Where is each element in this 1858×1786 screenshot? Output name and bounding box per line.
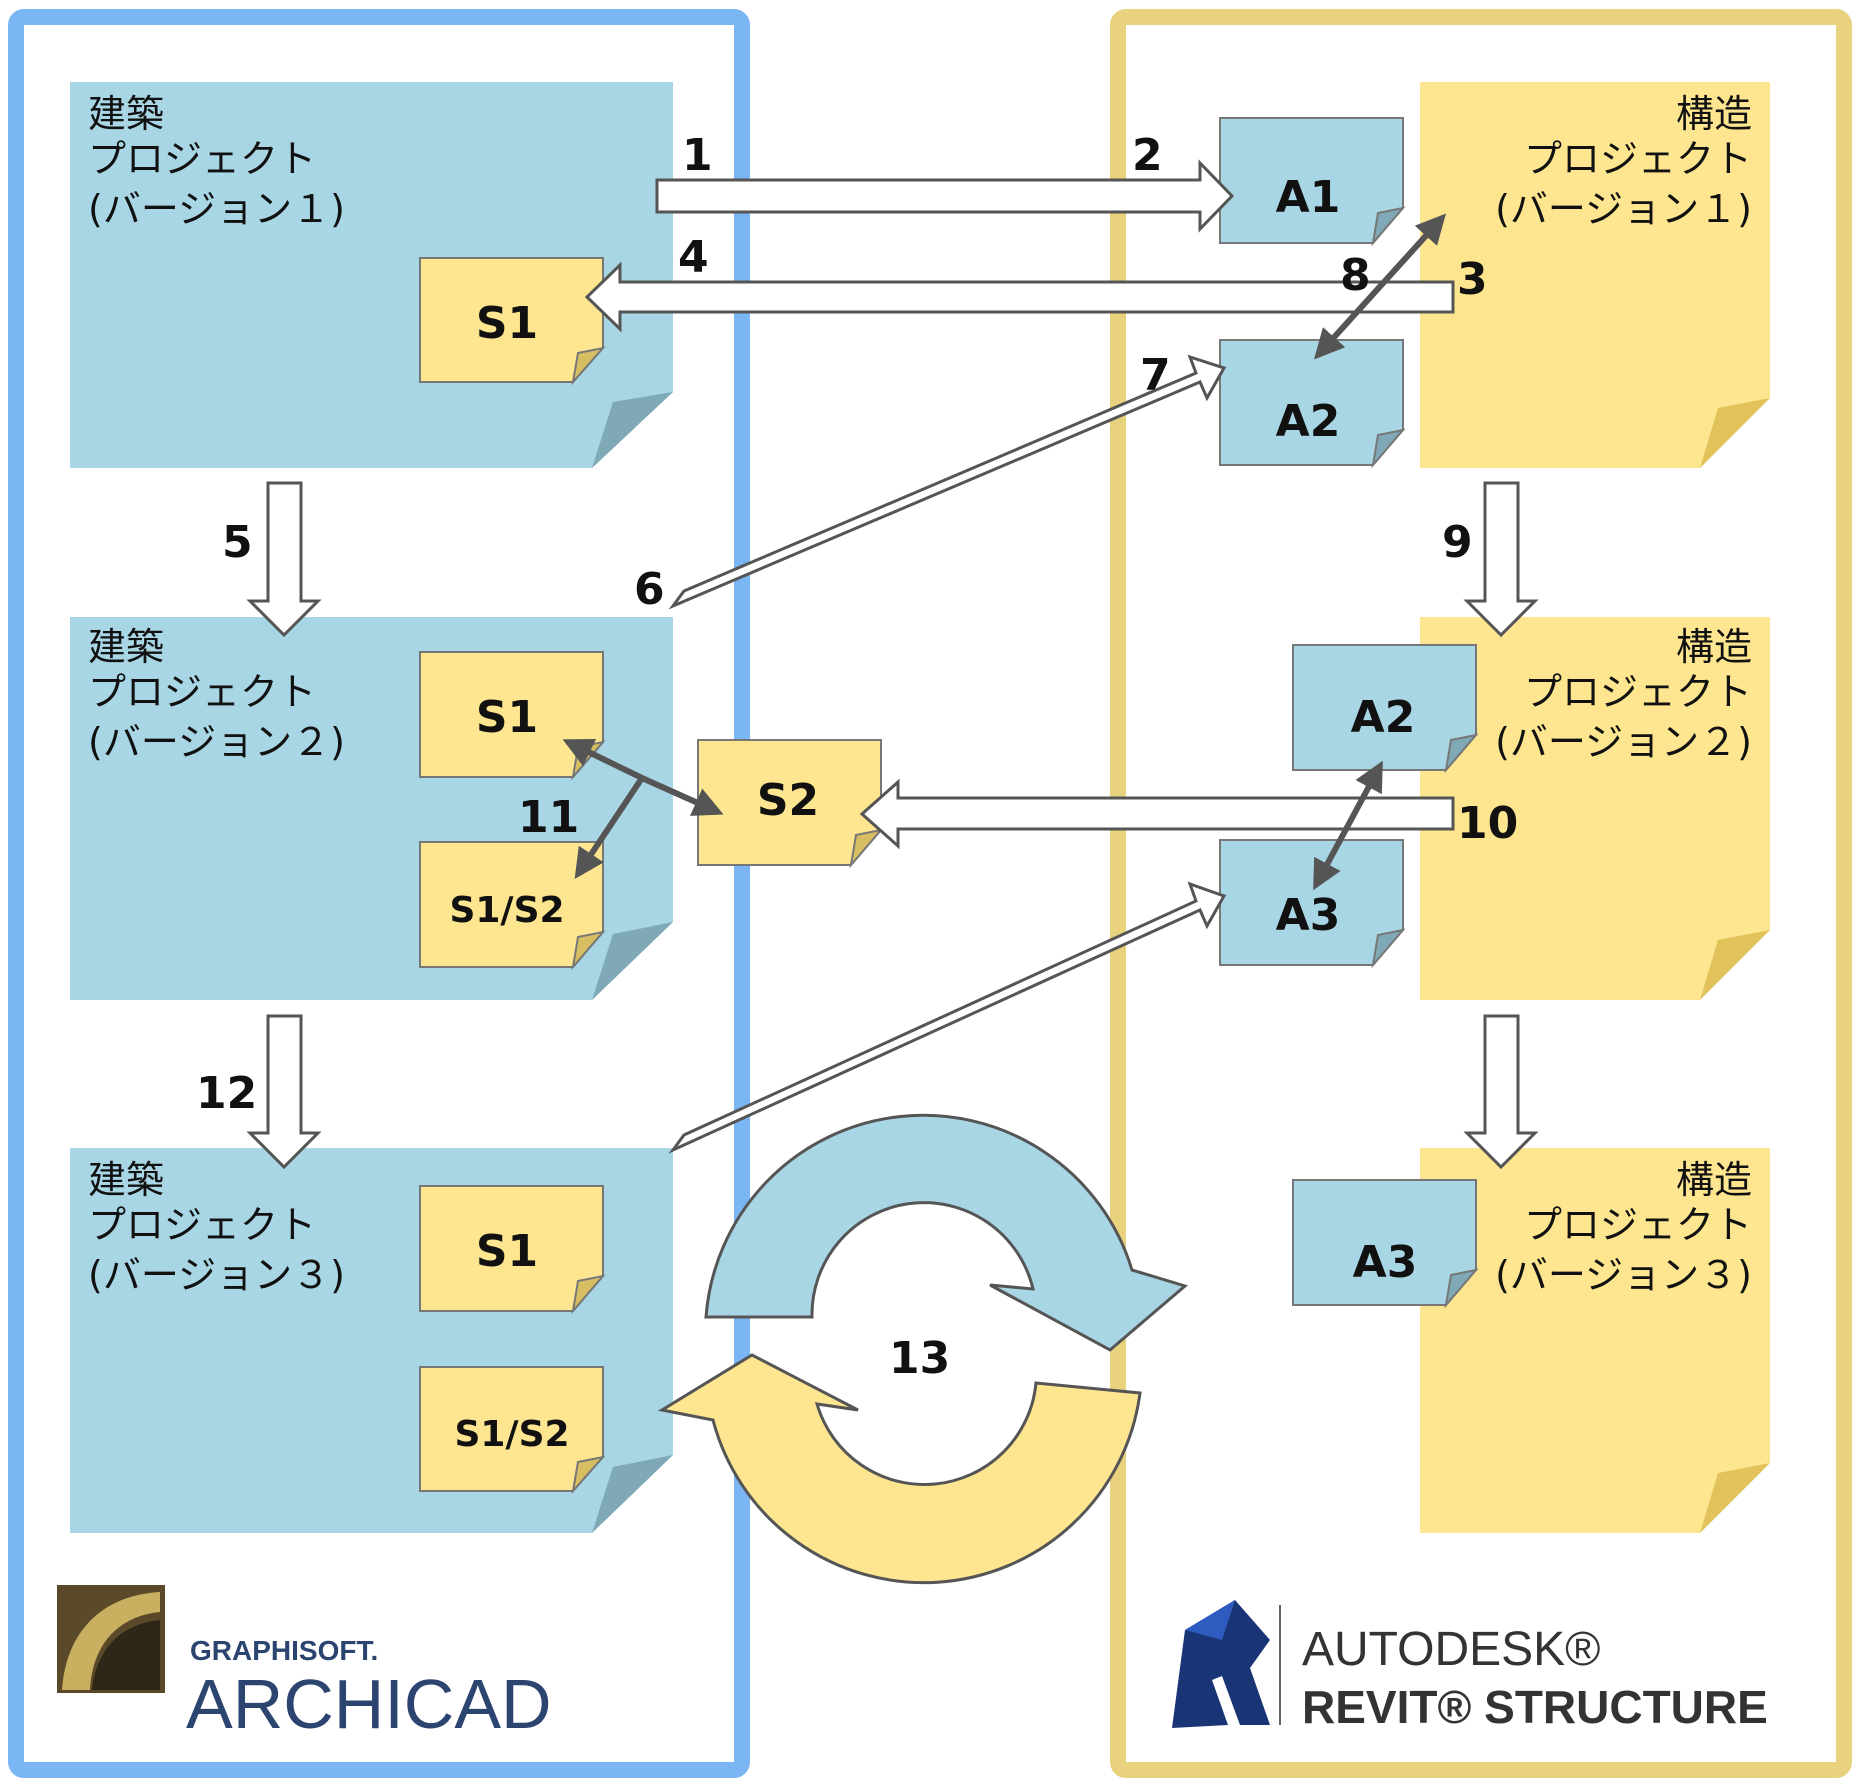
arrow-1-export <box>655 159 1235 233</box>
arrow-6-export <box>668 354 1227 610</box>
step-8: 8 <box>1340 250 1371 301</box>
archicad-logo: GRAPHISOFT. ARCHICAD <box>57 1585 552 1743</box>
svg-text:S1: S1 <box>476 298 538 349</box>
archi-v2-line2: プロジェクト <box>88 670 316 714</box>
archi-v3-line2: プロジェクト <box>88 1203 316 1247</box>
struct-project-v1 <box>1420 82 1770 468</box>
struct-v3-line3: (バージョン３) <box>1495 1253 1752 1297</box>
struct-v2-line3: (バージョン２) <box>1495 720 1752 764</box>
doc-s1s2-v2: S1/S2 <box>419 841 606 971</box>
struct-v1-line3: (バージョン１) <box>1495 187 1752 231</box>
revit-name: REVIT® STRUCTURE <box>1302 1681 1768 1733</box>
doc-a2-v1: A2 <box>1219 339 1406 469</box>
svg-text:A2: A2 <box>1276 396 1341 447</box>
doc-s1-v1: S1 <box>419 257 606 386</box>
revit-frame <box>1110 9 1852 1778</box>
step-11: 11 <box>518 792 579 843</box>
archicad-name: ARCHICAD <box>186 1665 552 1743</box>
archi-v1-line1: 建築 <box>88 92 164 136</box>
svg-text:A1: A1 <box>1276 172 1341 223</box>
archicad-brand: GRAPHISOFT. <box>190 1635 378 1666</box>
arrow-11-to-s1 <box>562 739 644 781</box>
arrow-compare-a2-a3 <box>1313 760 1383 891</box>
arrow-8-compare <box>1313 213 1447 360</box>
arrow-struct-version-3 <box>1463 1014 1539 1170</box>
archicad-arch-icon <box>62 1592 160 1690</box>
cycle-arrow-yellow <box>657 1353 1142 1585</box>
doc-a3-v3: A3 <box>1292 1179 1479 1309</box>
step-7: 7 <box>1140 350 1171 401</box>
struct-project-v3 <box>1420 1148 1770 1533</box>
svg-text:A3: A3 <box>1276 890 1341 941</box>
svg-text:A2: A2 <box>1351 692 1416 743</box>
archi-v2-line3: (バージョン２) <box>88 720 345 764</box>
doc-a1: A1 <box>1219 117 1406 247</box>
archi-v3-line3: (バージョン３) <box>88 1253 345 1297</box>
arrow-11-to-s2 <box>640 775 724 816</box>
arrow-11-to-s1s2 <box>574 776 645 879</box>
archi-v1-line3: (バージョン１) <box>88 187 345 231</box>
svg-text:S1/S2: S1/S2 <box>449 890 564 931</box>
revit-logo: AUTODESK® REVIT® STRUCTURE <box>1172 1600 1768 1733</box>
doc-s1-v3: S1 <box>419 1185 606 1315</box>
doc-a2-v2: A2 <box>1292 644 1479 774</box>
step-1: 1 <box>682 130 713 181</box>
arrow-export-v3 <box>668 881 1227 1154</box>
archi-v2-line1: 建築 <box>88 625 164 669</box>
doc-a3-v2: A3 <box>1219 839 1406 969</box>
struct-v2-line1: 構造 <box>1676 625 1752 669</box>
step-4: 4 <box>678 232 709 283</box>
arrow-4-return <box>584 261 1455 333</box>
revit-brand: AUTODESK® <box>1302 1623 1601 1676</box>
struct-v1-line2: プロジェクト <box>1524 137 1752 181</box>
struct-v3-line2: プロジェクト <box>1524 1203 1752 1247</box>
svg-text:S1/S2: S1/S2 <box>454 1414 569 1455</box>
arrow-9-version <box>1463 481 1539 638</box>
archicad-frame <box>8 9 750 1778</box>
doc-s2-middle: S2 <box>697 739 884 869</box>
struct-v1-line1: 構造 <box>1676 92 1752 136</box>
doc-s1s2-v3: S1/S2 <box>419 1366 606 1495</box>
step-6: 6 <box>634 564 665 615</box>
cycle-arrows <box>657 1113 1189 1585</box>
step-5: 5 <box>222 517 253 568</box>
struct-project-v2 <box>1420 617 1770 1000</box>
arrow-12-version <box>246 1014 322 1170</box>
step-12: 12 <box>196 1068 257 1119</box>
svg-text:A3: A3 <box>1353 1237 1418 1288</box>
archi-v1-line2: プロジェクト <box>88 137 316 181</box>
cycle-arrow-blue <box>704 1113 1189 1352</box>
svg-text:S2: S2 <box>757 775 819 826</box>
arrow-5-version <box>246 481 322 638</box>
step-13: 13 <box>889 1333 950 1384</box>
step-2: 2 <box>1132 130 1163 181</box>
struct-v3-line1: 構造 <box>1676 1158 1752 1202</box>
step-10: 10 <box>1457 798 1518 849</box>
doc-s1-v2: S1 <box>419 651 606 781</box>
step-3: 3 <box>1457 254 1488 305</box>
svg-text:S1: S1 <box>476 1226 538 1277</box>
step-9: 9 <box>1442 517 1473 568</box>
archi-v3-line1: 建築 <box>88 1158 164 1202</box>
struct-v2-line2: プロジェクト <box>1524 670 1752 714</box>
svg-text:S1: S1 <box>476 692 538 743</box>
